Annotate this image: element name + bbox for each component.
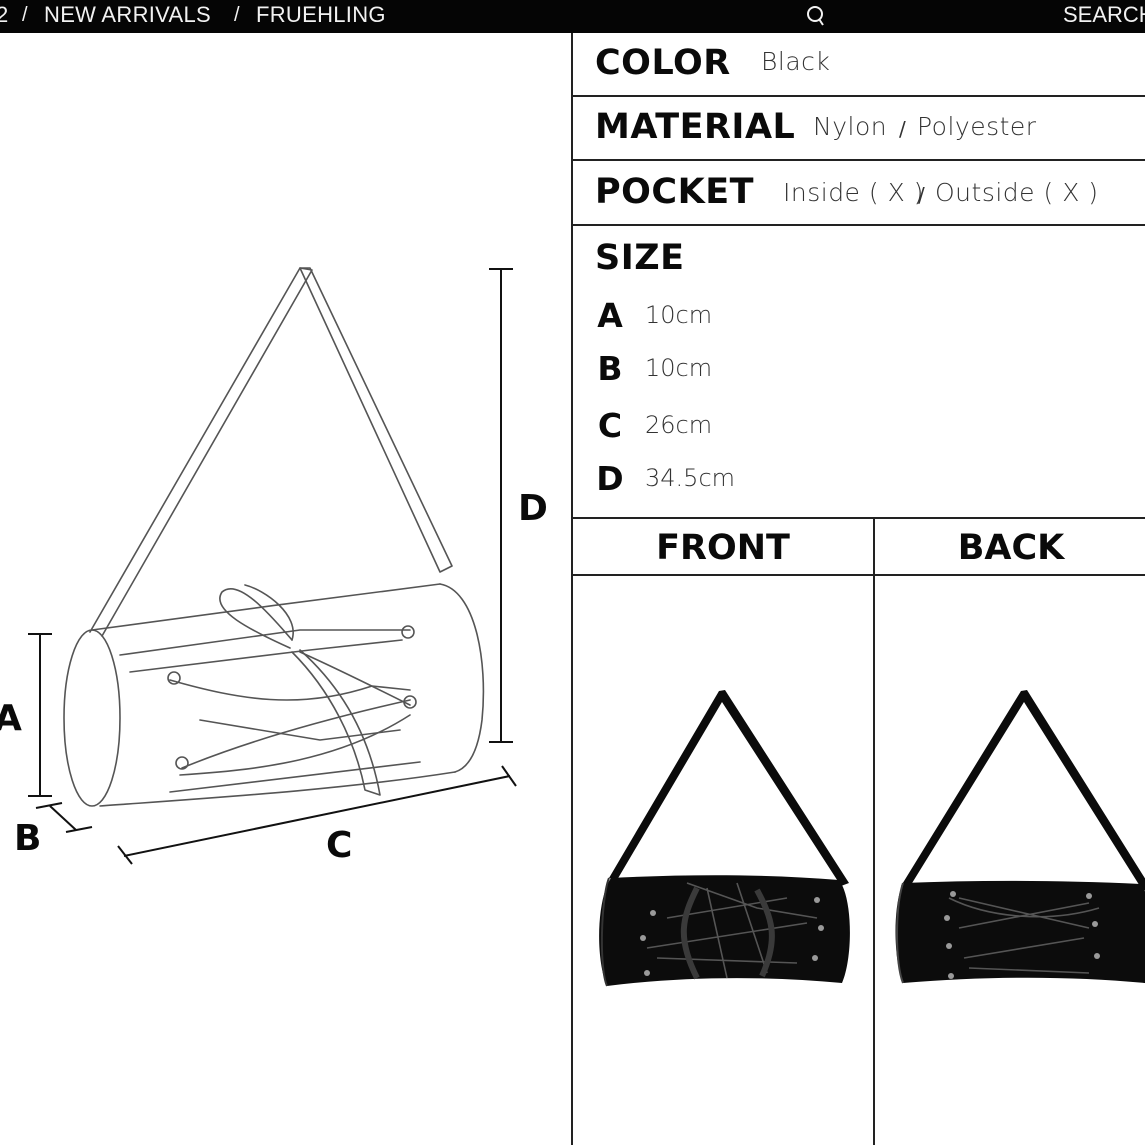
breadcrumb-separator: / [22, 4, 28, 26]
size-value-c: 26cm [645, 411, 713, 439]
divider [573, 224, 1145, 226]
size-letter-b: B [597, 349, 623, 388]
size-value-b: 10cm [645, 354, 713, 382]
size-letter-a: A [597, 296, 623, 335]
breadcrumb-new-arrivals[interactable]: NEW ARRIVALS [44, 2, 212, 27]
pocket-value-inside: Inside ( X ) [783, 178, 924, 207]
breadcrumb-fruehling[interactable]: FRUEHLING [256, 2, 386, 27]
size-value-d: 34.5cm [645, 464, 736, 492]
search-link[interactable]: SEARCH [1063, 2, 1145, 27]
front-product-image [599, 690, 850, 987]
size-letter-c: C [597, 406, 623, 445]
dimension-label-c: C [326, 825, 353, 866]
view-divider [873, 518, 875, 1145]
dimension-label-a: A [0, 698, 22, 739]
back-product-image [895, 690, 1145, 984]
dimension-label-b: B [14, 818, 42, 859]
divider [573, 574, 1145, 576]
divider [573, 517, 1145, 519]
spec-panel: COLOR Black MATERIAL Nylon / Polyester P… [571, 33, 1145, 1145]
top-nav-bar: 2 / NEW ARRIVALS / FRUEHLING SEARCH [0, 0, 1145, 33]
material-separator: / [899, 117, 906, 141]
bag-line-drawing [28, 267, 517, 865]
search-icon[interactable] [805, 4, 827, 28]
color-value: Black [761, 47, 831, 76]
color-heading: COLOR [595, 43, 731, 83]
size-value-a: 10cm [645, 301, 713, 329]
material-heading: MATERIAL [595, 107, 796, 147]
dimension-label-d: D [518, 488, 548, 529]
back-view-label: BACK [957, 528, 1065, 568]
pocket-heading: POCKET [595, 172, 754, 212]
pocket-value-outside: Outside ( X ) [935, 178, 1099, 207]
breadcrumb-separator: / [234, 4, 240, 26]
divider [573, 95, 1145, 97]
size-heading: SIZE [595, 238, 685, 278]
material-value-nylon: Nylon [813, 112, 888, 141]
size-letter-d: D [596, 459, 624, 498]
material-value-polyester: Polyester [917, 112, 1037, 141]
front-view-label: FRONT [656, 528, 790, 568]
pocket-separator: / [918, 183, 925, 207]
bag-dimension-diagram: A B C D [0, 33, 571, 1145]
breadcrumb-partial[interactable]: 2 [0, 2, 9, 27]
divider [573, 159, 1145, 161]
